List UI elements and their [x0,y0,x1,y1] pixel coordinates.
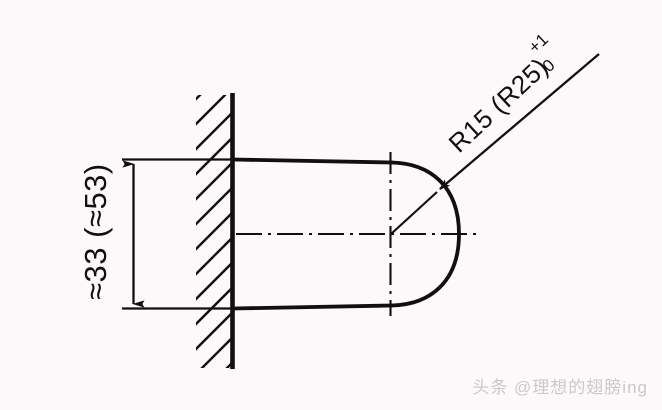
radius-callout: R15 (R25) +1 0 [390,30,600,235]
height-dimension: ≈33 (≈53) [78,158,250,310]
radius-tolerance-upper: +1 [525,30,552,57]
height-dimension-label: ≈33 (≈53) [78,163,113,300]
radius-leader-line [439,53,600,190]
centerlines [236,152,476,316]
profile-top-line [231,157,394,165]
profile-bottom-line [231,303,394,311]
hatched-wall-section [196,93,235,369]
radius-spoke-line [390,191,438,235]
watermark-text: 头条 @理想的翅膀ing [472,378,648,397]
wall-hatching [196,95,233,368]
